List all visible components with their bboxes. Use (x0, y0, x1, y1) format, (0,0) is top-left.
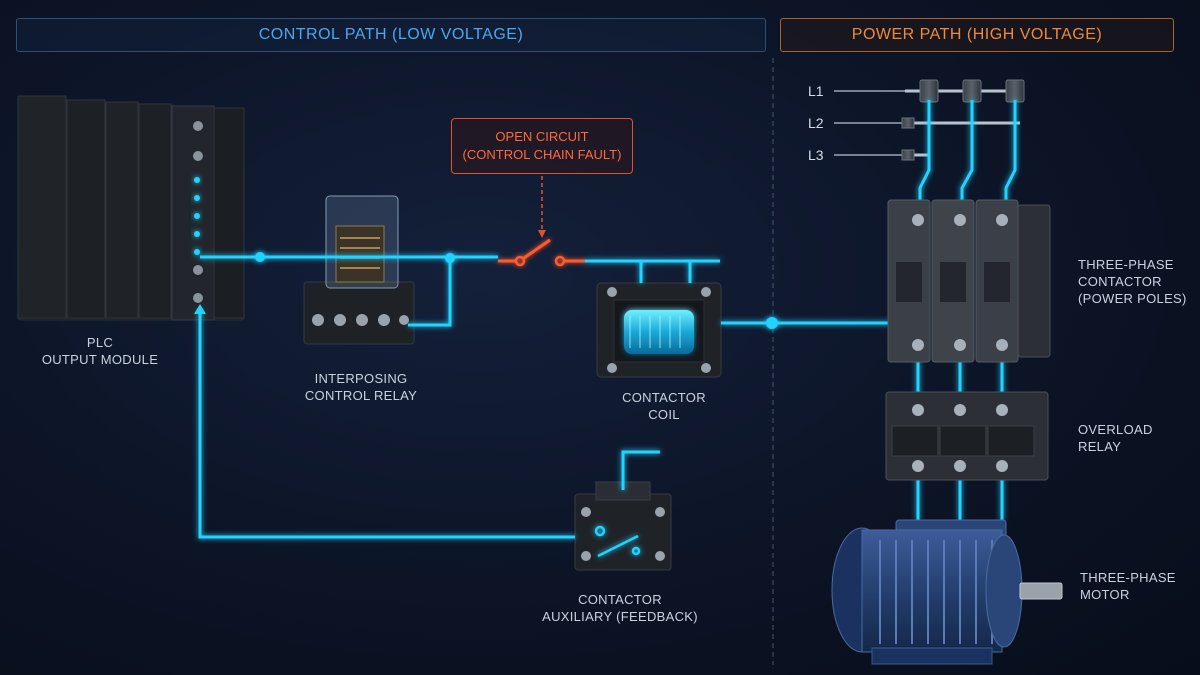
relay-label-line1: INTERPOSING (314, 371, 408, 386)
plc-label-line1: PLC (86, 335, 114, 350)
coil-label-line1: CONTACTOR (622, 390, 706, 405)
contactor-label: THREE-PHASE CONTACTOR (POWER POLES) (1078, 256, 1187, 307)
aux-label-line1: CONTACTOR (578, 592, 662, 607)
open-circuit-callout: OPEN CIRCUIT (CONTROL CHAIN FAULT) (451, 118, 633, 174)
plc-label: PLC OUTPUT MODULE (30, 334, 170, 368)
phase-label-l1: L1 (808, 83, 824, 99)
interposing-relay (303, 195, 415, 345)
phase-label-l2: L2 (808, 115, 824, 131)
relay-label: INTERPOSING CONTROL RELAY (286, 370, 436, 404)
contactor-label-line3: (POWER POLES) (1078, 291, 1187, 306)
overload-label-line1: OVERLOAD (1078, 422, 1153, 437)
fault-title: OPEN CIRCUIT (495, 129, 589, 144)
contactor-coil (596, 282, 722, 378)
contactor-auxiliary (574, 481, 672, 571)
overload-label-line2: RELAY (1078, 439, 1122, 454)
feedback-arrow (194, 304, 206, 314)
coil-label: CONTACTOR COIL (594, 389, 734, 423)
plc-label-line2: OUTPUT MODULE (41, 352, 159, 367)
contactor-label-line2: CONTACTOR (1078, 274, 1162, 289)
three-phase-contactor (887, 199, 1051, 363)
overload-relay (885, 391, 1049, 481)
fault-subtitle: (CONTROL CHAIN FAULT) (462, 147, 622, 162)
aux-label-line2: AUXILIARY (FEEDBACK) (542, 609, 698, 624)
plc-output-module (17, 95, 245, 321)
wire-junctions (255, 252, 778, 329)
coil-label-line2: COIL (648, 407, 680, 422)
control-path-header: CONTROL PATH (LOW VOLTAGE) (16, 18, 766, 52)
relay-label-line2: CONTROL RELAY (304, 388, 418, 403)
motor-label: THREE-PHASE MOTOR (1080, 569, 1176, 603)
contactor-label-line1: THREE-PHASE (1078, 257, 1174, 272)
overload-label: OVERLOAD RELAY (1078, 421, 1153, 455)
phase-label-l3: L3 (808, 147, 824, 163)
power-phase-wiring (916, 100, 1017, 520)
aux-label: CONTACTOR AUXILIARY (FEEDBACK) (535, 591, 705, 625)
motor-label-line2: MOTOR (1080, 587, 1130, 602)
power-path-header: POWER PATH (HIGH VOLTAGE) (780, 18, 1174, 52)
motor-label-line1: THREE-PHASE (1080, 570, 1176, 585)
open-switch-fault (498, 238, 585, 267)
three-phase-motor (831, 519, 1063, 665)
